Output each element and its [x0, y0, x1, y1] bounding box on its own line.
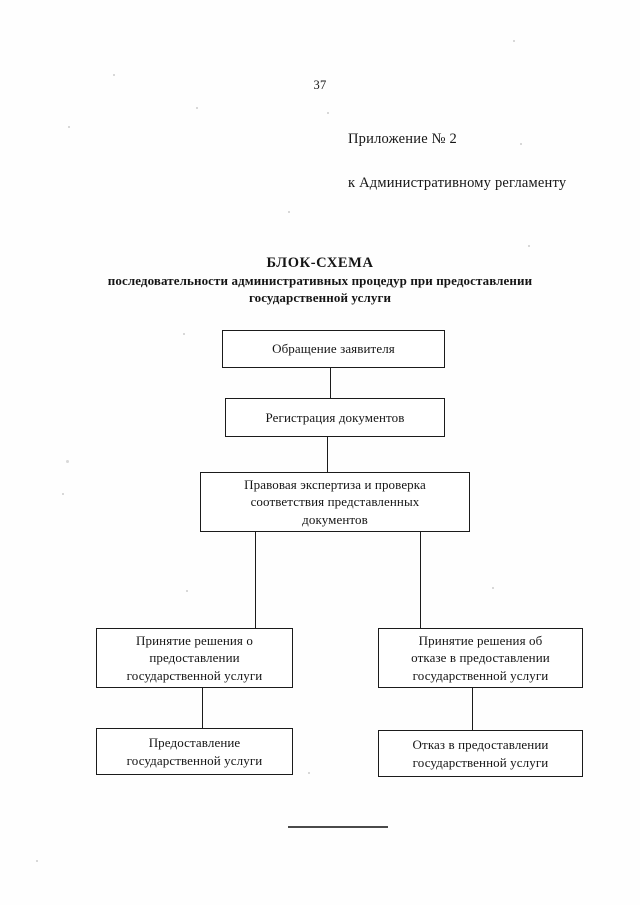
scan-speckle — [68, 126, 70, 128]
node-registration-label: Регистрация документов — [265, 409, 405, 425]
node-registration: Регистрация документов — [225, 398, 445, 437]
scan-speckle — [528, 245, 530, 247]
node-legal-review-label: Правовая экспертиза и проверка соответст… — [244, 476, 426, 527]
connector-legal-review-to-decision-refuse — [420, 532, 422, 628]
scan-speckle — [327, 112, 329, 114]
scan-speckle — [288, 211, 290, 213]
scan-speckle — [66, 460, 69, 463]
scan-speckle — [513, 40, 515, 42]
node-legal-review: Правовая экспертиза и проверка соответст… — [200, 472, 470, 532]
appendix-title: Приложение № 2 — [348, 131, 457, 147]
title-main: БЛОК-СХЕМА — [266, 255, 374, 271]
node-service-refused-label: Отказ в предоставлении государственной у… — [412, 737, 549, 770]
title-subtitle-line-2: государственной услуги — [248, 290, 392, 305]
connector-decision-grant-to-service-provided — [202, 688, 204, 728]
node-service-provided: Предоставление государственной услуги — [96, 728, 293, 775]
scan-speckle — [183, 333, 185, 335]
scan-speckle — [36, 860, 38, 862]
document-title-block: БЛОК-СХЕМА последовательности администра… — [0, 255, 640, 306]
scan-speckle — [492, 587, 494, 589]
scan-speckle — [186, 590, 188, 592]
node-application-label: Обращение заявителя — [272, 341, 395, 357]
node-decision-grant-label: Принятие решения о предоставлении госуда… — [126, 632, 263, 683]
node-service-refused: Отказ в предоставлении государственной у… — [378, 730, 583, 777]
scan-speckle — [113, 74, 115, 76]
scan-speckle — [520, 143, 522, 145]
title-subtitle-line-1: последовательности административных проц… — [107, 273, 533, 288]
scan-speckle — [62, 493, 64, 495]
connector-registration-to-legal-review — [327, 437, 329, 472]
node-decision-refuse: Принятие решения об отказе в предоставле… — [378, 628, 583, 688]
page-number: 37 — [313, 78, 327, 92]
connector-application-to-registration — [330, 368, 332, 398]
connector-decision-refuse-to-service-refused — [472, 688, 474, 730]
node-decision-grant: Принятие решения о предоставлении госуда… — [96, 628, 293, 688]
appendix-reference: к Административному регламенту — [348, 175, 567, 191]
footer-divider — [288, 826, 388, 828]
connector-legal-review-to-decision-grant — [255, 532, 257, 628]
node-application: Обращение заявителя — [222, 330, 445, 368]
scan-speckle — [196, 107, 198, 109]
scan-speckle — [308, 772, 310, 774]
node-decision-refuse-label: Принятие решения об отказе в предоставле… — [411, 632, 550, 683]
node-service-provided-label: Предоставление государственной услуги — [126, 735, 263, 768]
